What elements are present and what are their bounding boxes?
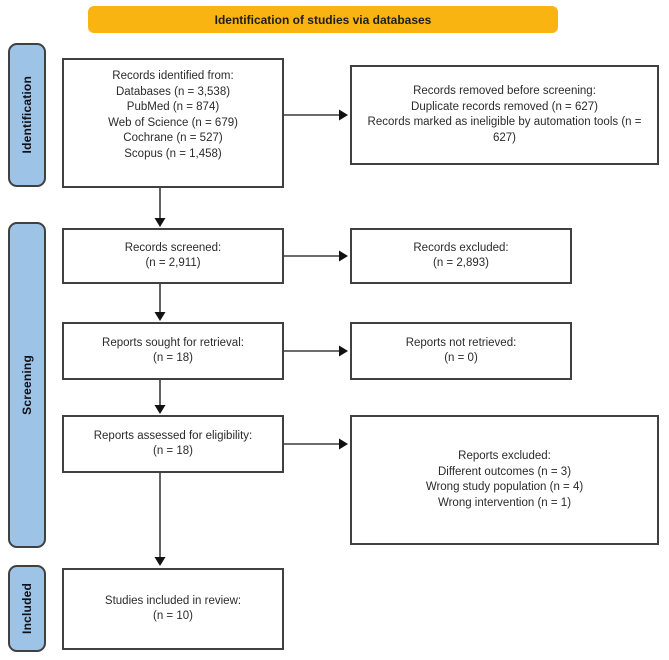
arrowhead-assessed-to-reports-excluded <box>339 438 348 450</box>
box-records-removed-text: Records removed before screening: Duplic… <box>367 85 642 144</box>
box-records-excluded: Records excluded: (n = 2,893) <box>350 228 572 284</box>
stage-screening-label: Screening <box>20 355 34 415</box>
arrowhead-sought-to-assessed <box>154 405 166 414</box>
box-records-identified-text: Records identified from: Databases (n = … <box>108 70 238 160</box>
box-reports-excluded-text: Reports excluded: Different outcomes (n … <box>425 450 584 509</box>
box-reports-sought-text: Reports sought for retrieval: (n = 18) <box>102 336 244 365</box>
box-records-screened: Records screened: (n = 2,911) <box>62 228 284 284</box>
arrowhead-sought-to-not-retrieved <box>339 345 348 357</box>
box-records-excluded-text: Records excluded: (n = 2,893) <box>413 241 509 270</box>
box-reports-sought: Reports sought for retrieval: (n = 18) <box>62 322 284 380</box>
box-studies-included-text: Studies included in review: (n = 10) <box>104 594 242 623</box>
box-reports-excluded: Reports excluded: Different outcomes (n … <box>350 415 659 545</box>
banner-title: Identification of studies via databases <box>214 12 432 27</box>
box-reports-not-retrieved-text: Reports not retrieved: (n = 0) <box>405 336 517 365</box>
arrowhead-assessed-to-included <box>154 557 166 566</box>
arrowhead-screened-to-sought <box>154 312 166 321</box>
arrowhead-identified-to-removed <box>339 109 348 121</box>
stage-included: Included <box>8 565 46 652</box>
box-records-removed: Records removed before screening: Duplic… <box>350 65 659 165</box>
stage-included-label: Included <box>20 583 34 634</box>
box-records-identified: Records identified from: Databases (n = … <box>62 58 284 188</box>
arrowhead-screened-to-excluded <box>339 250 348 262</box>
box-reports-assessed-text: Reports assessed for eligibility: (n = 1… <box>93 429 253 458</box>
box-studies-included: Studies included in review: (n = 10) <box>62 568 284 650</box>
box-reports-assessed: Reports assessed for eligibility: (n = 1… <box>62 415 284 473</box>
arrowhead-identified-to-screened <box>154 218 166 227</box>
stage-identification-label: Identification <box>20 76 34 154</box>
stage-screening: Screening <box>8 222 46 548</box>
stage-identification: Identification <box>8 43 46 187</box>
box-records-screened-text: Records screened: (n = 2,911) <box>124 241 222 270</box>
box-reports-not-retrieved: Reports not retrieved: (n = 0) <box>350 322 572 380</box>
banner-databases: Identification of studies via databases <box>88 6 558 33</box>
